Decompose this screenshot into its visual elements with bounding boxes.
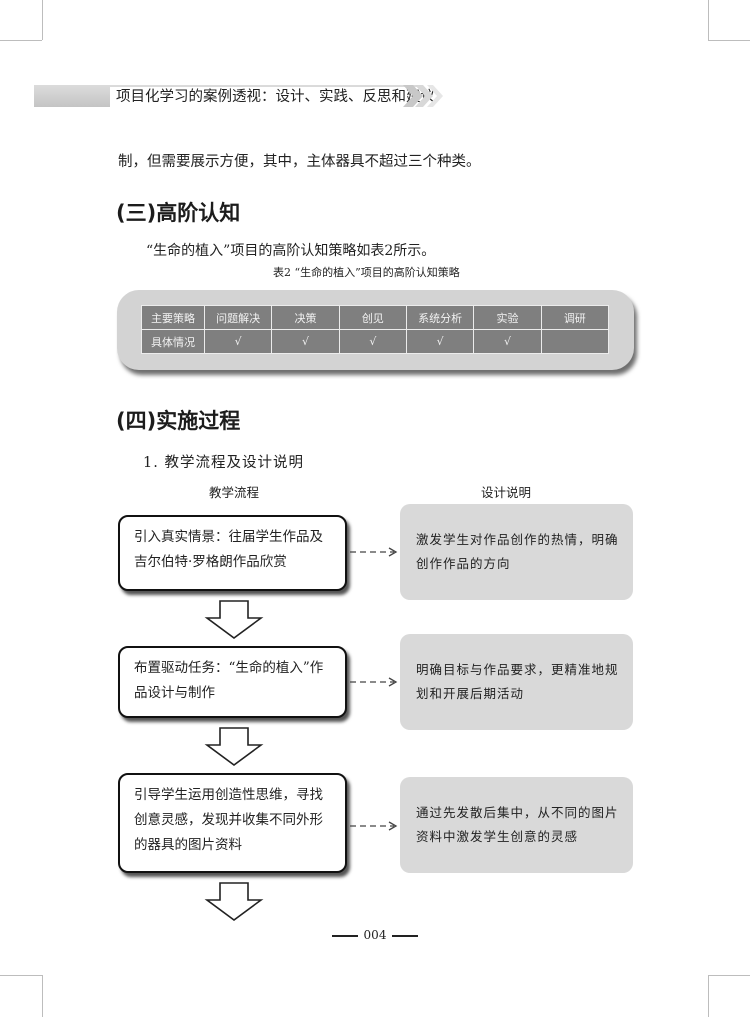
flow-step-box: 引导学生运用创造性思维，寻找创意灵感，发现并收集不同外形的器具的图片资料 xyxy=(118,773,347,873)
check-mark-cell: √ xyxy=(473,329,542,354)
dashed-arrow-icon xyxy=(350,821,398,831)
crop-mark xyxy=(708,0,709,40)
table-cell: 创见 xyxy=(338,305,407,330)
crop-mark xyxy=(708,40,750,41)
crop-mark xyxy=(0,40,42,41)
design-note-box: 激发学生对作品创作的热情，明确创作作品的方向 xyxy=(400,504,633,600)
table-cell: 实验 xyxy=(473,305,542,330)
running-header-title: 项目化学习的案例透视：设计、实践、反思和建议 xyxy=(110,87,441,107)
section-heading-4: (四)实施过程 xyxy=(116,409,241,433)
dashed-arrow-icon xyxy=(350,677,398,687)
flow-step-box: 引入真实情景：往届学生作品及吉尔伯特·罗格朗作品欣赏 xyxy=(118,515,347,591)
subsection-heading: 1. 教学流程及设计说明 xyxy=(143,455,304,471)
flow-column-header: 教学流程 xyxy=(209,485,260,500)
section-3-paragraph: “生命的植入”项目的高阶认知策略如表2所示。 xyxy=(146,243,436,259)
dash-rule xyxy=(331,934,358,937)
strategy-table: 主要策略 问题解决 决策 创见 系统分析 实验 调研 具体情况 √ √ √ √ … xyxy=(141,305,610,354)
section-heading-3: (三)高阶认知 xyxy=(116,201,241,225)
notes-column-header: 设计说明 xyxy=(481,485,532,500)
table-cell: 问题解决 xyxy=(203,305,273,330)
check-mark-cell: √ xyxy=(271,329,340,354)
check-mark-cell: √ xyxy=(405,329,475,354)
table-cell: 决策 xyxy=(271,305,340,330)
page-number: 004 xyxy=(0,928,750,942)
crop-mark xyxy=(42,0,43,40)
check-mark-cell: √ xyxy=(203,329,273,354)
check-mark-cell xyxy=(540,329,610,354)
design-note-text: 激发学生对作品创作的热情，明确创作作品的方向 xyxy=(416,532,619,571)
dashed-arrow-icon xyxy=(350,547,398,557)
crop-mark xyxy=(0,975,42,976)
row-header: 具体情况 xyxy=(141,329,205,354)
table-caption: 表2 “生命的植入”项目的高阶认知策略 xyxy=(273,266,460,279)
table-cell: 系统分析 xyxy=(405,305,475,330)
dash-rule xyxy=(392,934,419,937)
design-note-box: 通过先发散后集中，从不同的图片资料中激发学生创意的灵感 xyxy=(400,777,633,873)
table-cell: 调研 xyxy=(540,305,610,330)
intro-paragraph-line: 制，但需要展示方便，其中，主体器具不超过三个种类。 xyxy=(118,154,481,170)
design-note-text: 明确目标与作品要求，更精准地规划和开展后期活动 xyxy=(416,662,619,701)
page-number-text: 004 xyxy=(363,928,387,942)
down-arrow-icon xyxy=(204,727,264,766)
row-header: 主要策略 xyxy=(141,305,205,330)
crop-mark xyxy=(708,975,709,1017)
check-mark-cell: √ xyxy=(338,329,407,354)
down-arrow-icon xyxy=(204,600,264,639)
crop-mark xyxy=(42,975,43,1017)
design-note-box: 明确目标与作品要求，更精准地规划和开展后期活动 xyxy=(400,634,633,730)
flow-step-box: 布置驱动任务：“生命的植入”作品设计与制作 xyxy=(118,646,347,718)
down-arrow-icon xyxy=(204,882,264,921)
table-row: 具体情况 √ √ √ √ √ xyxy=(141,329,610,354)
table-row: 主要策略 问题解决 决策 创见 系统分析 实验 调研 xyxy=(141,305,610,330)
design-note-text: 通过先发散后集中，从不同的图片资料中激发学生创意的灵感 xyxy=(416,805,619,844)
chevron-arrows-icon xyxy=(403,85,443,107)
crop-mark xyxy=(708,975,750,976)
